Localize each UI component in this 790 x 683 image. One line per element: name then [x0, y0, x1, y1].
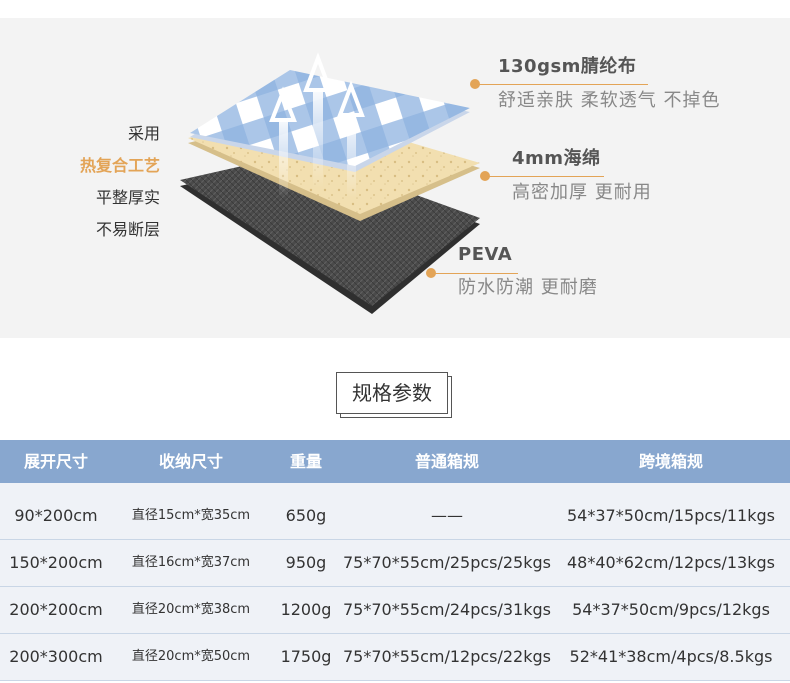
- material-layers-panel: 采用 热复合工艺 平整厚实 不易断层 130gsm腈纶布 舒适亲肤 柔软透气 不…: [0, 18, 790, 338]
- header-crossborder-carton: 跨境箱规: [638, 452, 703, 471]
- section-title: 规格参数: [336, 372, 448, 414]
- table-row: 150*200cm 直径16cm*宽37cm 950g 75*70*55cm/2…: [0, 540, 790, 587]
- cell: 直径15cm*宽35cm: [131, 508, 251, 523]
- header-unfolded-size: 展开尺寸: [23, 452, 88, 471]
- callout-dot: [480, 171, 490, 181]
- cell: 48*40*62cm/12pcs/13kgs: [566, 553, 775, 572]
- callout-sponge: 4mm海绵 高密加厚 更耐用: [480, 144, 652, 204]
- fabric-layer: [190, 70, 470, 172]
- material-layers-illustration: [180, 52, 480, 314]
- section-title-box: 规格参数: [336, 372, 452, 418]
- callout-peva: PEVA 防水防潮 更耐磨: [426, 244, 598, 299]
- cell: 150*200cm: [9, 553, 103, 572]
- cell: 直径16cm*宽37cm: [131, 555, 251, 570]
- process-tag-highlight: 热复合工艺: [79, 156, 160, 175]
- table-row: 90*200cm 直径15cm*宽35cm 650g —— 54*37*50cm…: [0, 493, 790, 540]
- process-tag: 采用: [127, 124, 160, 143]
- up-arrow-icon: [303, 52, 333, 188]
- cell: 直径20cm*宽38cm: [131, 602, 251, 617]
- process-tags: 采用 热复合工艺 平整厚实 不易断层: [0, 118, 160, 246]
- process-tag: 不易断层: [95, 220, 160, 239]
- cell: 54*37*50cm/9pcs/12kgs: [572, 600, 770, 619]
- cell: 75*70*55cm/25pcs/25kgs: [342, 553, 551, 572]
- header-standard-carton: 普通箱规: [414, 452, 479, 471]
- cell: 200*200cm: [9, 600, 103, 619]
- cell: 950g: [285, 553, 327, 572]
- cell: 90*200cm: [14, 506, 98, 525]
- layer-desc: 高密加厚 更耐用: [512, 182, 652, 203]
- table-row: 200*300cm 直径20cm*宽50cm 1750g 75*70*55cm/…: [0, 634, 790, 681]
- callout-fabric: 130gsm腈纶布 舒适亲肤 柔软透气 不掉色: [470, 52, 721, 112]
- cell: 75*70*55cm/24pcs/31kgs: [342, 600, 551, 619]
- header-folded-size: 收纳尺寸: [158, 452, 223, 471]
- cell: 52*41*38cm/4pcs/8.5kgs: [569, 647, 773, 666]
- process-tag: 平整厚实: [95, 188, 160, 207]
- callout-dot: [470, 79, 480, 89]
- layer-desc: 舒适亲肤 柔软透气 不掉色: [498, 90, 721, 111]
- table-header: 展开尺寸 收纳尺寸 重量 普通箱规 跨境箱规: [0, 440, 790, 483]
- cell: 54*37*50cm/15pcs/11kgs: [566, 506, 775, 525]
- cell: ——: [431, 506, 463, 525]
- table-row: 200*200cm 直径20cm*宽38cm 1200g 75*70*55cm/…: [0, 587, 790, 634]
- layer-name: 4mm海绵: [512, 148, 601, 169]
- cell: 200*300cm: [9, 647, 103, 666]
- callout-line: [478, 84, 648, 85]
- spec-table: 展开尺寸 收纳尺寸 重量 普通箱规 跨境箱规 90*200cm 直径15cm*宽…: [0, 440, 790, 681]
- up-arrow-icon: [269, 86, 297, 198]
- callout-line: [488, 176, 604, 177]
- cell: 75*70*55cm/12pcs/22kgs: [342, 647, 551, 666]
- cell: 直径20cm*宽50cm: [131, 649, 251, 664]
- layer-name: 130gsm腈纶布: [498, 56, 637, 77]
- cell: 1200g: [280, 600, 332, 619]
- layer-desc: 防水防潮 更耐磨: [458, 277, 598, 298]
- layer-name: PEVA: [458, 244, 513, 265]
- cell: 650g: [285, 506, 327, 525]
- cell: 1750g: [280, 647, 332, 666]
- up-arrow-icon: [337, 80, 365, 198]
- callout-line: [434, 273, 518, 274]
- header-weight: 重量: [289, 452, 322, 471]
- callout-dot: [426, 268, 436, 278]
